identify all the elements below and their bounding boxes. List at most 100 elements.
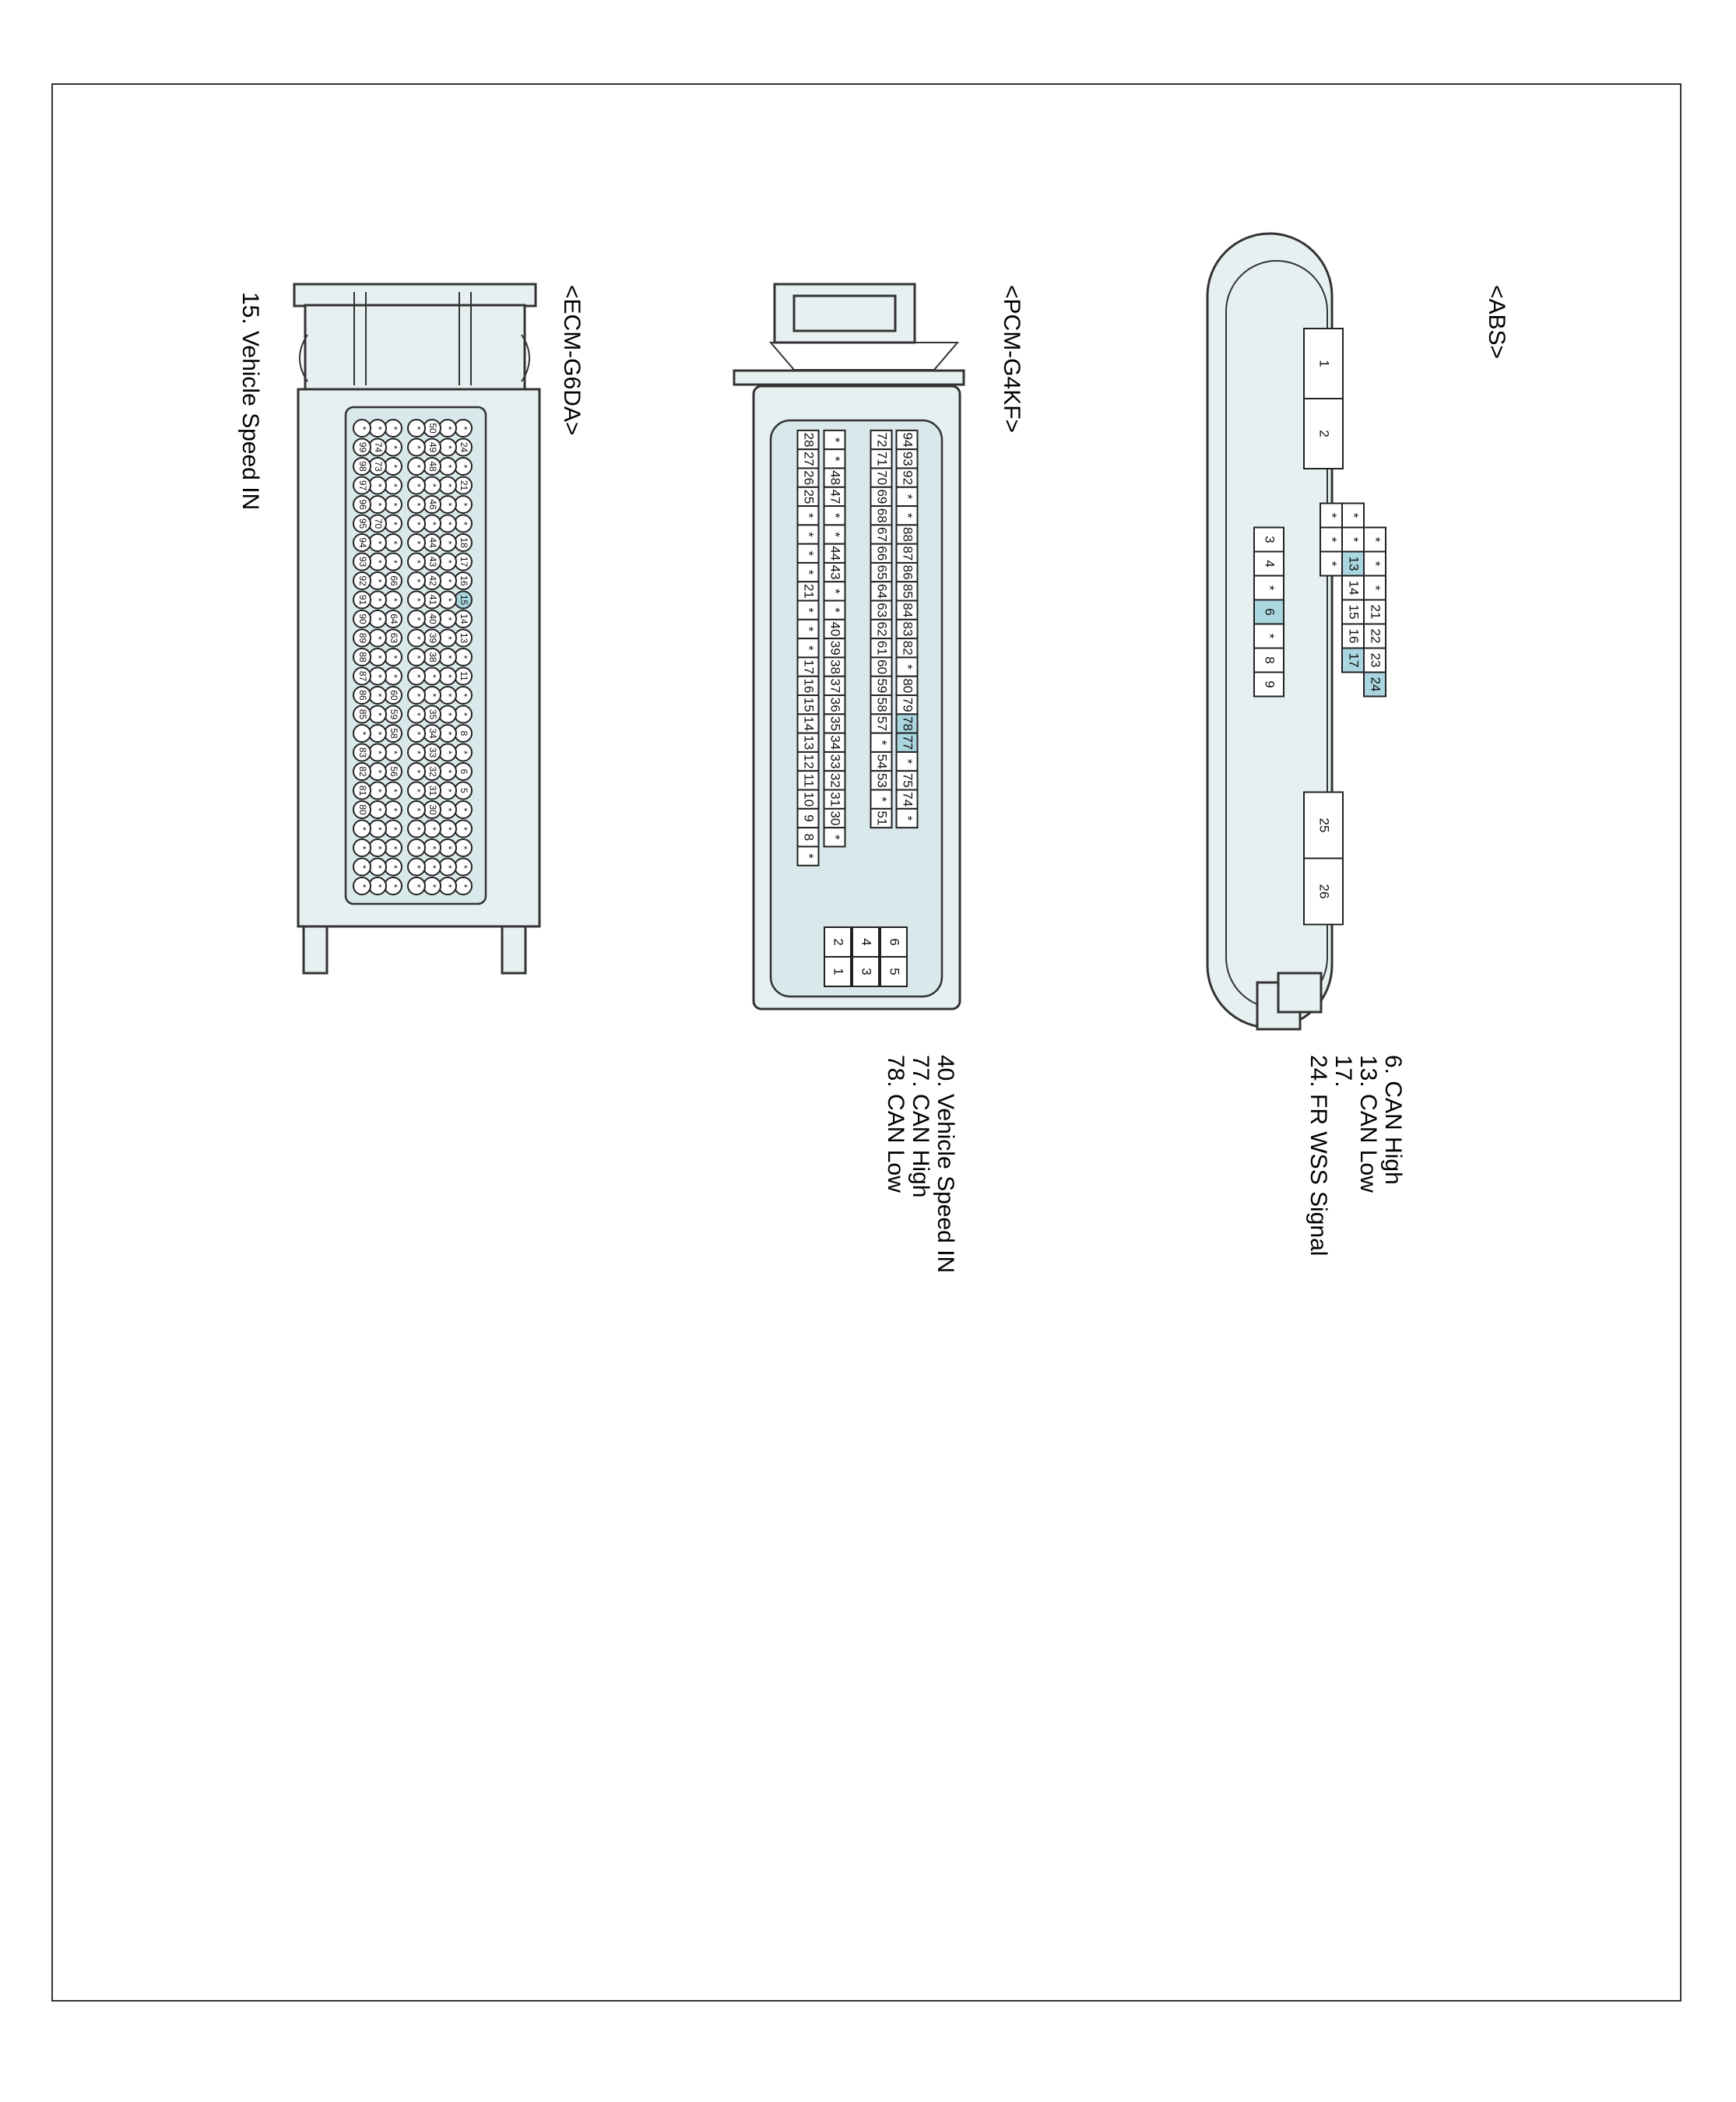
pcm-pin-r2-20-label: 30 [828,811,843,826]
ecm-pin-r0-17: * [454,743,473,762]
pcm-small-pin-5-label: 5 [887,968,902,975]
pcm-pin-r2-0-label: * [828,438,843,443]
abs-pin-25-label: 25 [1317,818,1332,833]
abs-pin-left-4: * [1253,623,1284,649]
ecm-pin-r4-0-label: * [388,427,399,431]
ecm-pin-r3-2: * [407,457,426,476]
ecm-pin-r6-12-circle [353,648,371,666]
ecm-pin-r5-0: * [368,419,387,438]
pcm-pin-r1-8: 64 [870,581,893,602]
ecm-pin-r3-16: * [407,724,426,743]
pcm-pin-r2-15-box [823,713,846,734]
pcm-pin-r1-10-label: 62 [875,622,890,637]
ecm-pin-r3-0-label: * [412,427,423,431]
pcm-pin-r2-15-label: 35 [828,716,843,731]
abs-pin-r0-3-label: 21 [1369,605,1383,620]
ecm-pin-r3-11-circle [407,628,426,648]
ecm-pin-r4-4-label: * [388,503,399,507]
ecm-top-cap [293,283,537,308]
abs-pin-r0-2: * [1363,575,1386,601]
pcm-pin-r1-13-box [870,675,893,697]
pcm-pin-r0-14-box [895,694,919,715]
ecm-pin-r6-4-circle [353,495,371,514]
pcm-pin-r3-16-label: 13 [802,735,817,750]
pcm-pin-r1-1-label: 71 [875,452,890,466]
ecm-pin-r6-13-circle [353,666,371,686]
pcm-small-pin-4-box [852,926,880,958]
ecm-pin-r6-21-circle [353,819,371,838]
ecm-pin-r6-2: 98 [353,457,371,476]
pcm-pin-r3-0: 28 [796,429,820,451]
ecm-pin-r4-22: * [384,838,402,857]
abs-legend-line-3: 24. FR WSS Signal [1306,1055,1331,1256]
pcm-pin-r3-10-label: * [802,627,817,632]
ecm-pin-r4-13: * [384,666,402,686]
pcm-pin-r0-13-label: 80 [901,678,915,693]
ecm-pin-r5-18: * [368,762,387,781]
ecm-pin-r4-19-label: * [388,789,399,793]
ecm-pin-r3-22-label: * [412,846,423,850]
ecm-pin-r0-12: * [454,648,473,666]
ecm-pin-r4-17-label: * [388,750,399,754]
pcm-pin-r3-7-label: * [802,570,817,575]
ecm-pin-r6-7-label: 93 [357,557,368,568]
ecm-pin-r2-5-label: * [427,522,438,526]
pcm-pin-r1-5: 67 [870,524,893,545]
ecm-pin-r1-17: * [438,743,457,762]
abs-pin-r0-3: 21 [1363,599,1386,625]
pcm-pin-r1-3-label: 69 [875,489,890,504]
ecm-pin-r5-23: * [368,857,387,877]
pcm-pin-r2-1-box [823,448,846,469]
abs-pin-r0-5-label: 23 [1369,653,1383,668]
ecm-pin-r5-14-label: * [373,694,384,698]
pcm-pin-r1-2: 70 [870,467,893,488]
ecm-pin-r1-2: * [438,457,457,476]
ecm-pin-r3-8: * [407,571,426,590]
pcm-pin-r3-2-label: 26 [802,470,817,485]
pcm-pin-r3-8: 21 [796,581,820,602]
ecm-pin-r0-7-label: 17 [459,557,469,568]
ecm-pin-r5-1: 74 [368,438,387,457]
ecm-pin-r6-7: 93 [353,552,371,571]
pcm-pin-r1-7-label: 65 [875,565,890,580]
ecm-pin-r4-10-label: 64 [388,613,399,624]
ecm-pin-r4-1: * [384,438,402,457]
ecm-pin-r5-21: * [368,819,387,838]
ecm-pin-r4-5: * [384,514,402,533]
ecm-pin-r6-20-circle [353,800,371,819]
ecm-pin-r2-11-label: 39 [427,633,438,644]
ecm-pin-r1-3: * [438,476,457,495]
ecm-pin-r3-9: * [407,590,426,610]
ecm-pin-r5-22: * [368,838,387,857]
ecm-pin-r6-18-label: 82 [357,766,368,777]
abs-pin-left-5-label: 8 [1263,656,1277,663]
pcm-pin-r1-6-box [870,543,893,564]
pcm-pin-r0-2: 92 [895,467,919,488]
abs-pin-r2-2-box [1320,550,1343,577]
pcm-pin-r0-8-label: 85 [901,584,915,599]
pcm-pin-r0-14-label: 79 [901,698,915,712]
pcm-pin-r0-10-box [895,618,919,640]
ecm-top-block [304,304,526,392]
pcm-pin-r0-7: 86 [895,561,919,583]
abs-pin-r2-1-label: * [1325,537,1340,543]
pcm-pin-r0-4-box [895,505,919,526]
ecm-pin-r4-5-label: * [388,522,399,526]
ecm-pin-r0-11-label: 13 [459,633,469,644]
ecm-pin-r1-23-label: * [443,865,454,869]
ecm-pin-r0-4: * [454,495,473,514]
ecm-pin-r0-14-label: * [459,694,469,698]
ecm-pin-r6-0-label: * [357,427,368,431]
ecm-pin-r4-16: 58 [384,724,402,743]
ecm-pin-r2-1-label: 49 [427,442,438,453]
abs-pin-r0-0-label: * [1369,537,1383,543]
pcm-small-pin-3: 3 [852,956,880,987]
ecm-pin-r4-18: 56 [384,762,402,781]
ecm-legend: 15. Vehicle Speed IN [237,292,263,510]
ecm-pin-r6-0: * [353,419,371,438]
pcm-pin-r0-12-box [895,656,919,677]
pcm-pin-r2-17-box [823,750,846,772]
ecm-pin-r4-6-label: * [388,541,399,545]
abs-latch-tab-inner [1277,972,1323,1014]
ecm-pin-r5-2-label: 73 [373,461,384,472]
